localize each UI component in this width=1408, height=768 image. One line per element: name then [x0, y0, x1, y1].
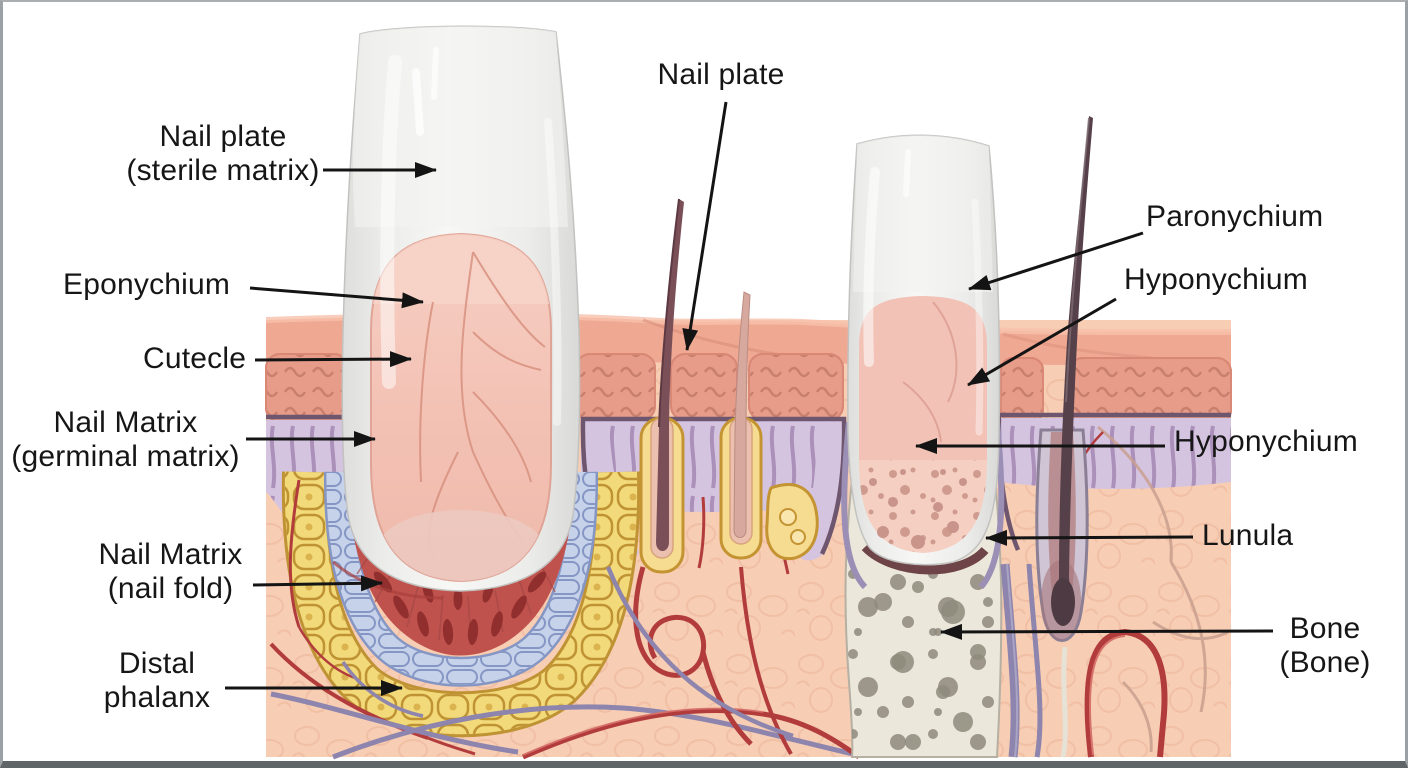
label-line: Nail plate	[159, 120, 287, 153]
label-nail-plate-sterile: Nail plate (sterile matrix)	[103, 120, 343, 188]
epidermis-layer	[265, 353, 1232, 425]
label-line: (sterile matrix)	[126, 154, 320, 187]
label-bone: Bone (Bone)	[1273, 612, 1377, 680]
nail-gloss-small	[863, 149, 984, 436]
arrow-paronychium	[968, 231, 1144, 291]
arrow-nail-matrix-fold	[252, 575, 383, 592]
nail-bed-small	[859, 296, 987, 460]
distal-phalanx-cell-layer	[281, 471, 641, 738]
label-lunula: Lunula	[1202, 519, 1293, 553]
arrow-lunula	[985, 529, 1194, 546]
label-nail-matrix-germinal: Nail Matrix (germinal matrix)	[8, 406, 243, 474]
label-line: Cutecle	[143, 342, 247, 375]
label-line: Nail Matrix	[98, 538, 243, 571]
label-line: Nail Matrix	[53, 406, 198, 439]
label-line: Nail plate	[657, 58, 785, 91]
anatomy-illustration	[225, 25, 1274, 760]
label-nail-matrix-fold: Nail Matrix (nail fold)	[83, 538, 258, 606]
label-hyponychium-upper: Hyponychium	[1124, 263, 1308, 297]
label-line: Paronychium	[1146, 200, 1324, 233]
nail-gloss	[380, 47, 562, 426]
hair-follicle-right	[1000, 116, 1229, 758]
label-line: Hyponychium	[1124, 263, 1308, 296]
hair-shaft-brown	[1056, 116, 1093, 621]
label-line: Lunula	[1202, 519, 1294, 552]
label-distal-phalanx: Distal phalanx	[98, 647, 216, 715]
hair-bulb	[1051, 578, 1075, 626]
label-paronychium: Paronychium	[1146, 200, 1323, 234]
arrow-bone	[940, 623, 1274, 640]
arrow-hyponychium-upper	[967, 297, 1117, 387]
leader-arrows	[225, 101, 1274, 696]
label-line: Bone	[1289, 612, 1361, 645]
hair-follicles-center	[639, 198, 819, 575]
label-eponychium: Eponychium	[63, 268, 230, 302]
label-line: Eponychium	[63, 268, 231, 301]
label-line: Distal	[118, 647, 196, 680]
label-line: (Bone)	[1279, 646, 1371, 679]
distal-nail-unit	[841, 134, 1005, 758]
label-line: (nail fold)	[107, 572, 234, 605]
hair-shaft-dark	[656, 199, 684, 551]
dermal-vessels	[269, 479, 861, 760]
label-nail-plate-top: Nail plate	[651, 58, 791, 92]
label-line: Hyponychium	[1174, 425, 1358, 458]
hair-shaft-light	[733, 291, 751, 538]
arrow-nail-plate-top	[682, 101, 728, 351]
nail-root	[377, 510, 545, 581]
nail-plate-large	[341, 25, 581, 592]
label-line: (germinal matrix)	[11, 440, 240, 473]
lunula-dots	[869, 469, 967, 549]
label-hyponychium-right: Hyponychium	[1174, 425, 1358, 459]
label-line: phalanx	[103, 681, 211, 714]
arrow-eponychium	[249, 286, 424, 309]
arrow-cuticle	[254, 351, 412, 368]
label-cuticle: Cutecle	[143, 342, 246, 376]
bone-spots	[845, 562, 1002, 757]
